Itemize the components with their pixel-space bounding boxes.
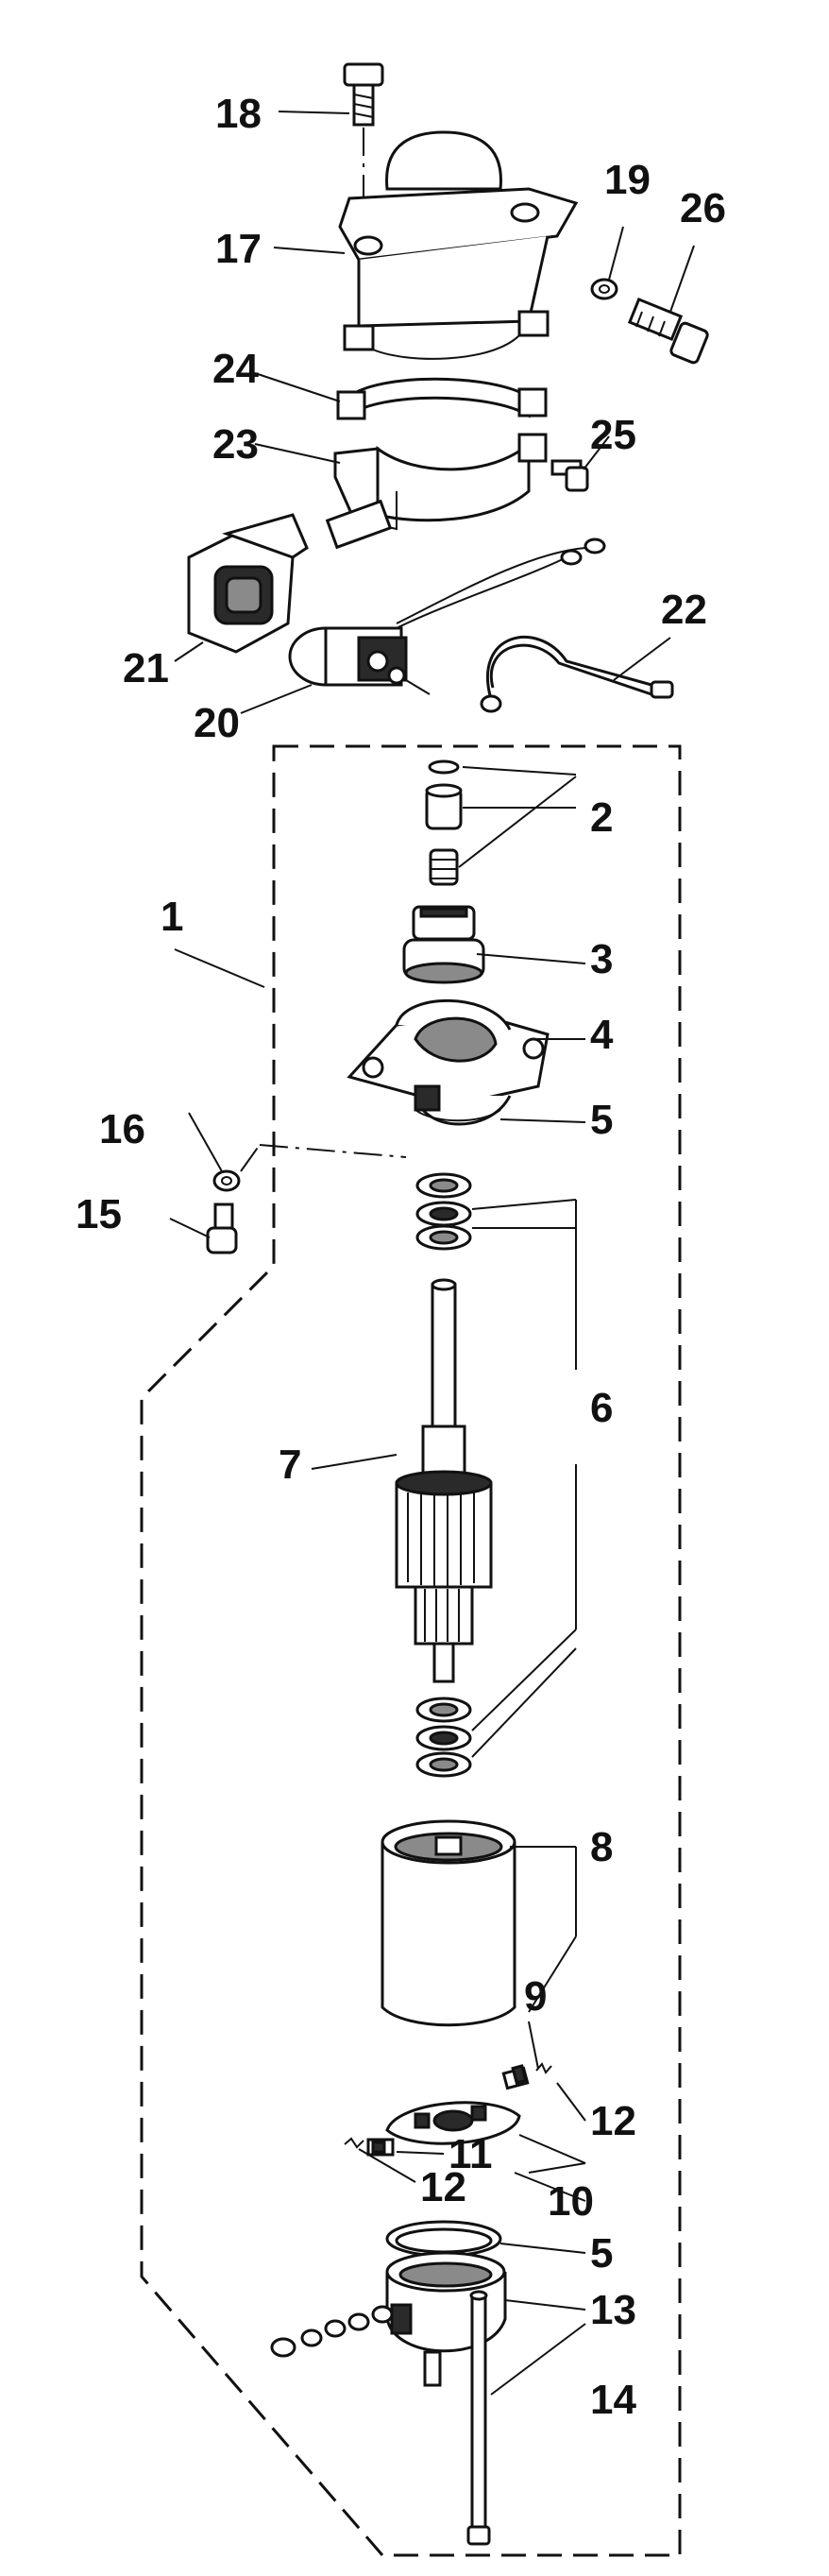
callout-6: 6 xyxy=(590,1385,613,1431)
callout-14-text: 14 xyxy=(590,2377,636,2423)
part-11-brush xyxy=(366,2138,395,2157)
callout-13: 13 xyxy=(590,2287,636,2333)
callout-5-top: 5 xyxy=(590,1097,613,1143)
callout-10: 10 xyxy=(548,2178,594,2225)
callout-3: 3 xyxy=(590,936,613,982)
part-16-washer xyxy=(212,1144,407,1192)
part-21-terminal-boot xyxy=(187,513,309,654)
callout-15: 15 xyxy=(76,1191,122,1237)
callout-8: 8 xyxy=(590,1824,613,1870)
callout-24: 24 xyxy=(212,346,259,392)
part-12-spring-bottom xyxy=(344,2137,364,2149)
callout-21: 21 xyxy=(123,645,169,691)
callout-26: 26 xyxy=(680,185,726,231)
callout-5-bottom: 5 xyxy=(590,2230,613,2277)
part-3-drive-gear xyxy=(402,905,485,984)
part-18-bolt xyxy=(343,62,384,241)
part-12-spring-top xyxy=(535,2062,552,2074)
assembly-boundary xyxy=(140,744,682,2557)
callout-9: 9 xyxy=(524,1973,547,2020)
callout-17: 17 xyxy=(215,226,262,272)
callout-2: 2 xyxy=(590,794,613,841)
callout-4: 4 xyxy=(590,1012,614,1058)
callout-19: 19 xyxy=(604,157,651,203)
part-7-armature xyxy=(395,1278,493,1683)
callout-23: 23 xyxy=(212,421,259,468)
callout-20: 20 xyxy=(194,700,240,746)
part-2-drive-retainer-set xyxy=(425,759,463,886)
part-10-brush-plate xyxy=(385,2101,521,2145)
callout-1: 1 xyxy=(161,894,183,940)
part-14-through-bolt xyxy=(466,2290,491,2546)
callout-12-bottom: 12 xyxy=(420,2164,466,2210)
callout-12-top: 12 xyxy=(590,2098,636,2144)
callout-16: 16 xyxy=(99,1106,145,1152)
callout-18: 18 xyxy=(215,91,262,137)
callout-22: 22 xyxy=(661,587,707,633)
callout-7: 7 xyxy=(279,1442,301,1488)
part-5-o-ring-bottom xyxy=(385,2220,502,2258)
part-19-lockwasher xyxy=(590,278,618,300)
leader-lines xyxy=(169,111,695,2396)
part-24-mounting-band xyxy=(336,377,548,420)
part-23-bracket xyxy=(325,433,548,550)
part-26-screw xyxy=(627,298,709,365)
part-17-solenoid-cover xyxy=(338,130,579,360)
part-25-screw xyxy=(550,459,589,492)
callout-labels: 18 17 19 26 24 23 25 21 20 22 2 3 4 5 1 … xyxy=(76,91,726,2333)
part-5-o-ring-top xyxy=(414,1109,501,1122)
part-13-commutator-end-cap xyxy=(270,2251,507,2387)
part-6-thrust-washers-bottom xyxy=(415,1697,472,1778)
part-4-drive-end-frame xyxy=(347,998,550,1126)
callout-25: 25 xyxy=(590,412,636,458)
part-9-brush xyxy=(501,2064,530,2090)
part-15-screw xyxy=(206,1203,238,1254)
part-8-frame-field-assembly xyxy=(381,1819,516,2027)
part-6-thrust-washers-top xyxy=(415,1172,472,1251)
part-22-battery-cable xyxy=(480,635,674,713)
callout-11: 11 xyxy=(448,2131,493,2177)
part-20-solenoid xyxy=(288,537,606,695)
